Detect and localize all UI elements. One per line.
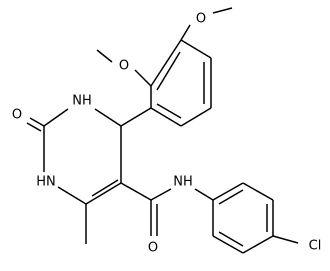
bond-o-mid-ring <box>134 69 152 87</box>
bond-nh-top-c2 <box>43 108 69 127</box>
bond-aryl-4-inner <box>156 103 182 119</box>
bond-hn-bottom-c6 <box>57 186 87 205</box>
bond-cl-aryl-5 <box>212 235 244 254</box>
bond-c2-carbonyl-o-a <box>29 117 45 127</box>
bond-methyl-o-top <box>212 7 233 14</box>
bond-aryl-3 <box>180 107 212 127</box>
bond-c4-nh-top <box>94 108 122 127</box>
atom-labels: O O O NH HN NH O Cl <box>12 12 321 256</box>
bond-nh-chlorophenyl <box>194 188 214 201</box>
bond-o-top-ring <box>180 24 191 41</box>
atom-nh-amide: NH <box>173 175 193 190</box>
bond-aryl-6 <box>150 39 182 87</box>
atom-nh-ring-top: NH <box>72 94 92 109</box>
atom-cl: Cl <box>309 239 322 254</box>
bond-cl-aryl-5-inner <box>218 231 244 247</box>
bond-cl-aryl-1-inner <box>218 189 244 205</box>
bonds <box>26 7 299 254</box>
bond-cl-aryl-1 <box>212 182 244 201</box>
bond-c5-amide-c <box>120 182 152 201</box>
bond-methyl-o-mid <box>96 49 113 63</box>
bond-aryl-6-inner <box>156 51 181 91</box>
bond-c2-carbonyl-o-b <box>26 122 42 132</box>
atom-o-methoxy-mid: O <box>119 59 129 74</box>
bond-c6-c5 <box>85 182 122 205</box>
bond-aryl-1 <box>180 39 212 59</box>
bond-aryl-4 <box>150 107 182 127</box>
bond-c-cl <box>272 235 299 244</box>
atom-o-amide: O <box>148 241 158 256</box>
bond-cl-aryl-2 <box>242 182 274 201</box>
atom-hn-ring-bottom: HN <box>36 175 56 190</box>
atom-o-ring-carbonyl: O <box>12 108 22 123</box>
bond-aryl-to-c4 <box>120 107 152 127</box>
bond-amide-c-nh <box>150 188 172 201</box>
atom-o-methoxy-top: O <box>196 12 206 27</box>
bond-cl-aryl-4 <box>242 235 274 254</box>
bond-c6-c5-inner <box>91 179 119 197</box>
